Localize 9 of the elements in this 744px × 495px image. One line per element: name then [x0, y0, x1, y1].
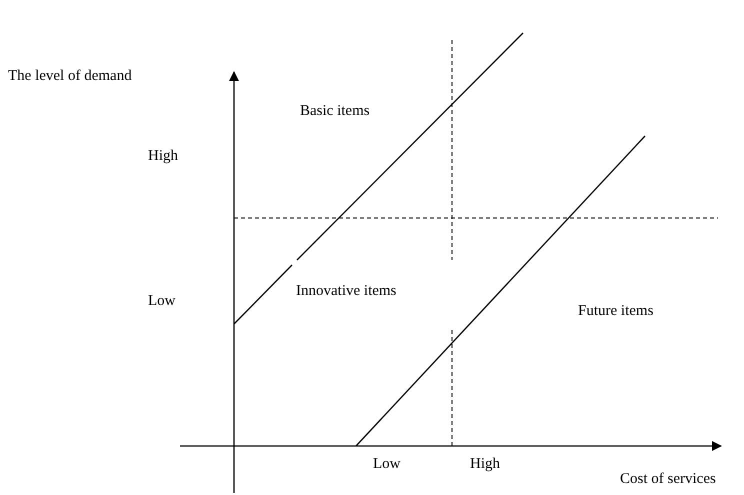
region-label: Future items [578, 302, 654, 320]
region-label: Innovative items [296, 282, 396, 300]
region-label: Basic items [300, 102, 370, 120]
axis-label: The level of demand [8, 67, 132, 85]
axis-label: Cost of services [620, 470, 716, 488]
tick-label: High [470, 455, 500, 473]
tick-label: Low [373, 455, 400, 473]
tick-label: Low [148, 292, 176, 310]
tick-label: High [148, 147, 178, 165]
